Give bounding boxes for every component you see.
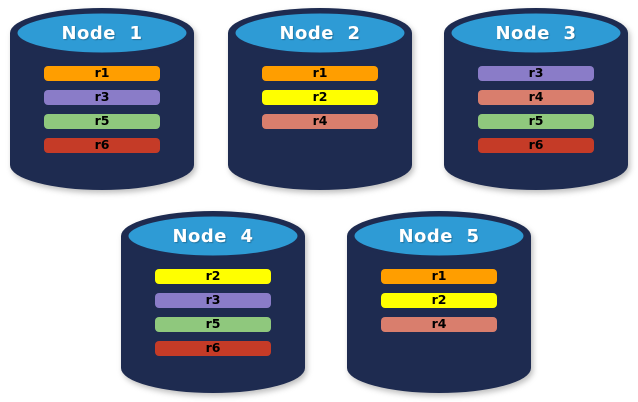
replica-bar: r2 <box>155 269 271 284</box>
node-title: Node 4 <box>172 226 254 247</box>
replica-bar: r6 <box>44 138 160 153</box>
replica-label: r1 <box>312 65 328 81</box>
cylinder-top <box>125 213 301 259</box>
cylinder-top <box>448 10 624 56</box>
node-4: Node 4 r2 r3 r5 r6 <box>121 211 305 394</box>
replica-list: r2 r3 r5 r6 <box>155 269 271 356</box>
replica-bar: r1 <box>262 66 378 81</box>
replica-label: r6 <box>205 340 221 356</box>
cylinder-top <box>351 213 527 259</box>
replica-label: r4 <box>528 89 544 105</box>
replica-label: r4 <box>312 113 328 129</box>
replica-label: r6 <box>94 137 110 153</box>
replica-bar: r3 <box>155 293 271 308</box>
replica-bar: r6 <box>155 341 271 356</box>
replica-list: r1 r2 r4 <box>381 269 497 332</box>
replica-bar: r5 <box>478 114 594 129</box>
replica-label: r5 <box>205 316 221 332</box>
node-2: Node 2 r1 r2 r4 <box>228 8 412 191</box>
node-title: Node 5 <box>398 226 480 247</box>
replica-bar: r4 <box>381 317 497 332</box>
replica-bar: r5 <box>155 317 271 332</box>
cylinder-top <box>14 10 190 56</box>
replica-bar: r5 <box>44 114 160 129</box>
cylinder-top <box>232 10 408 56</box>
replica-bar: r3 <box>44 90 160 105</box>
replica-bar: r6 <box>478 138 594 153</box>
replica-label: r2 <box>205 268 221 284</box>
node-title: Node 1 <box>61 23 143 44</box>
replica-label: r3 <box>528 65 544 81</box>
replica-label: r4 <box>431 316 447 332</box>
replica-label: r5 <box>94 113 110 129</box>
replica-label: r6 <box>528 137 544 153</box>
node-title: Node 2 <box>279 23 361 44</box>
node-1: Node 1 r1 r3 r5 r6 <box>10 8 194 191</box>
replica-label: r2 <box>431 292 447 308</box>
node-3: Node 3 r3 r4 r5 r6 <box>444 8 628 191</box>
replica-list: r1 r3 r5 r6 <box>44 66 160 153</box>
replica-label: r1 <box>431 268 447 284</box>
replica-label: r3 <box>94 89 110 105</box>
replica-list: r1 r2 r4 <box>262 66 378 129</box>
replica-label: r1 <box>94 65 110 81</box>
replica-label: r2 <box>312 89 328 105</box>
replica-label: r5 <box>528 113 544 129</box>
replica-bar: r2 <box>262 90 378 105</box>
replica-bar: r1 <box>44 66 160 81</box>
replica-bar: r1 <box>381 269 497 284</box>
node-5: Node 5 r1 r2 r4 <box>347 211 531 394</box>
replica-bar: r3 <box>478 66 594 81</box>
replica-label: r3 <box>205 292 221 308</box>
replica-list: r3 r4 r5 r6 <box>478 66 594 153</box>
replica-bar: r4 <box>478 90 594 105</box>
replica-bar: r4 <box>262 114 378 129</box>
replica-bar: r2 <box>381 293 497 308</box>
node-title: Node 3 <box>495 23 577 44</box>
